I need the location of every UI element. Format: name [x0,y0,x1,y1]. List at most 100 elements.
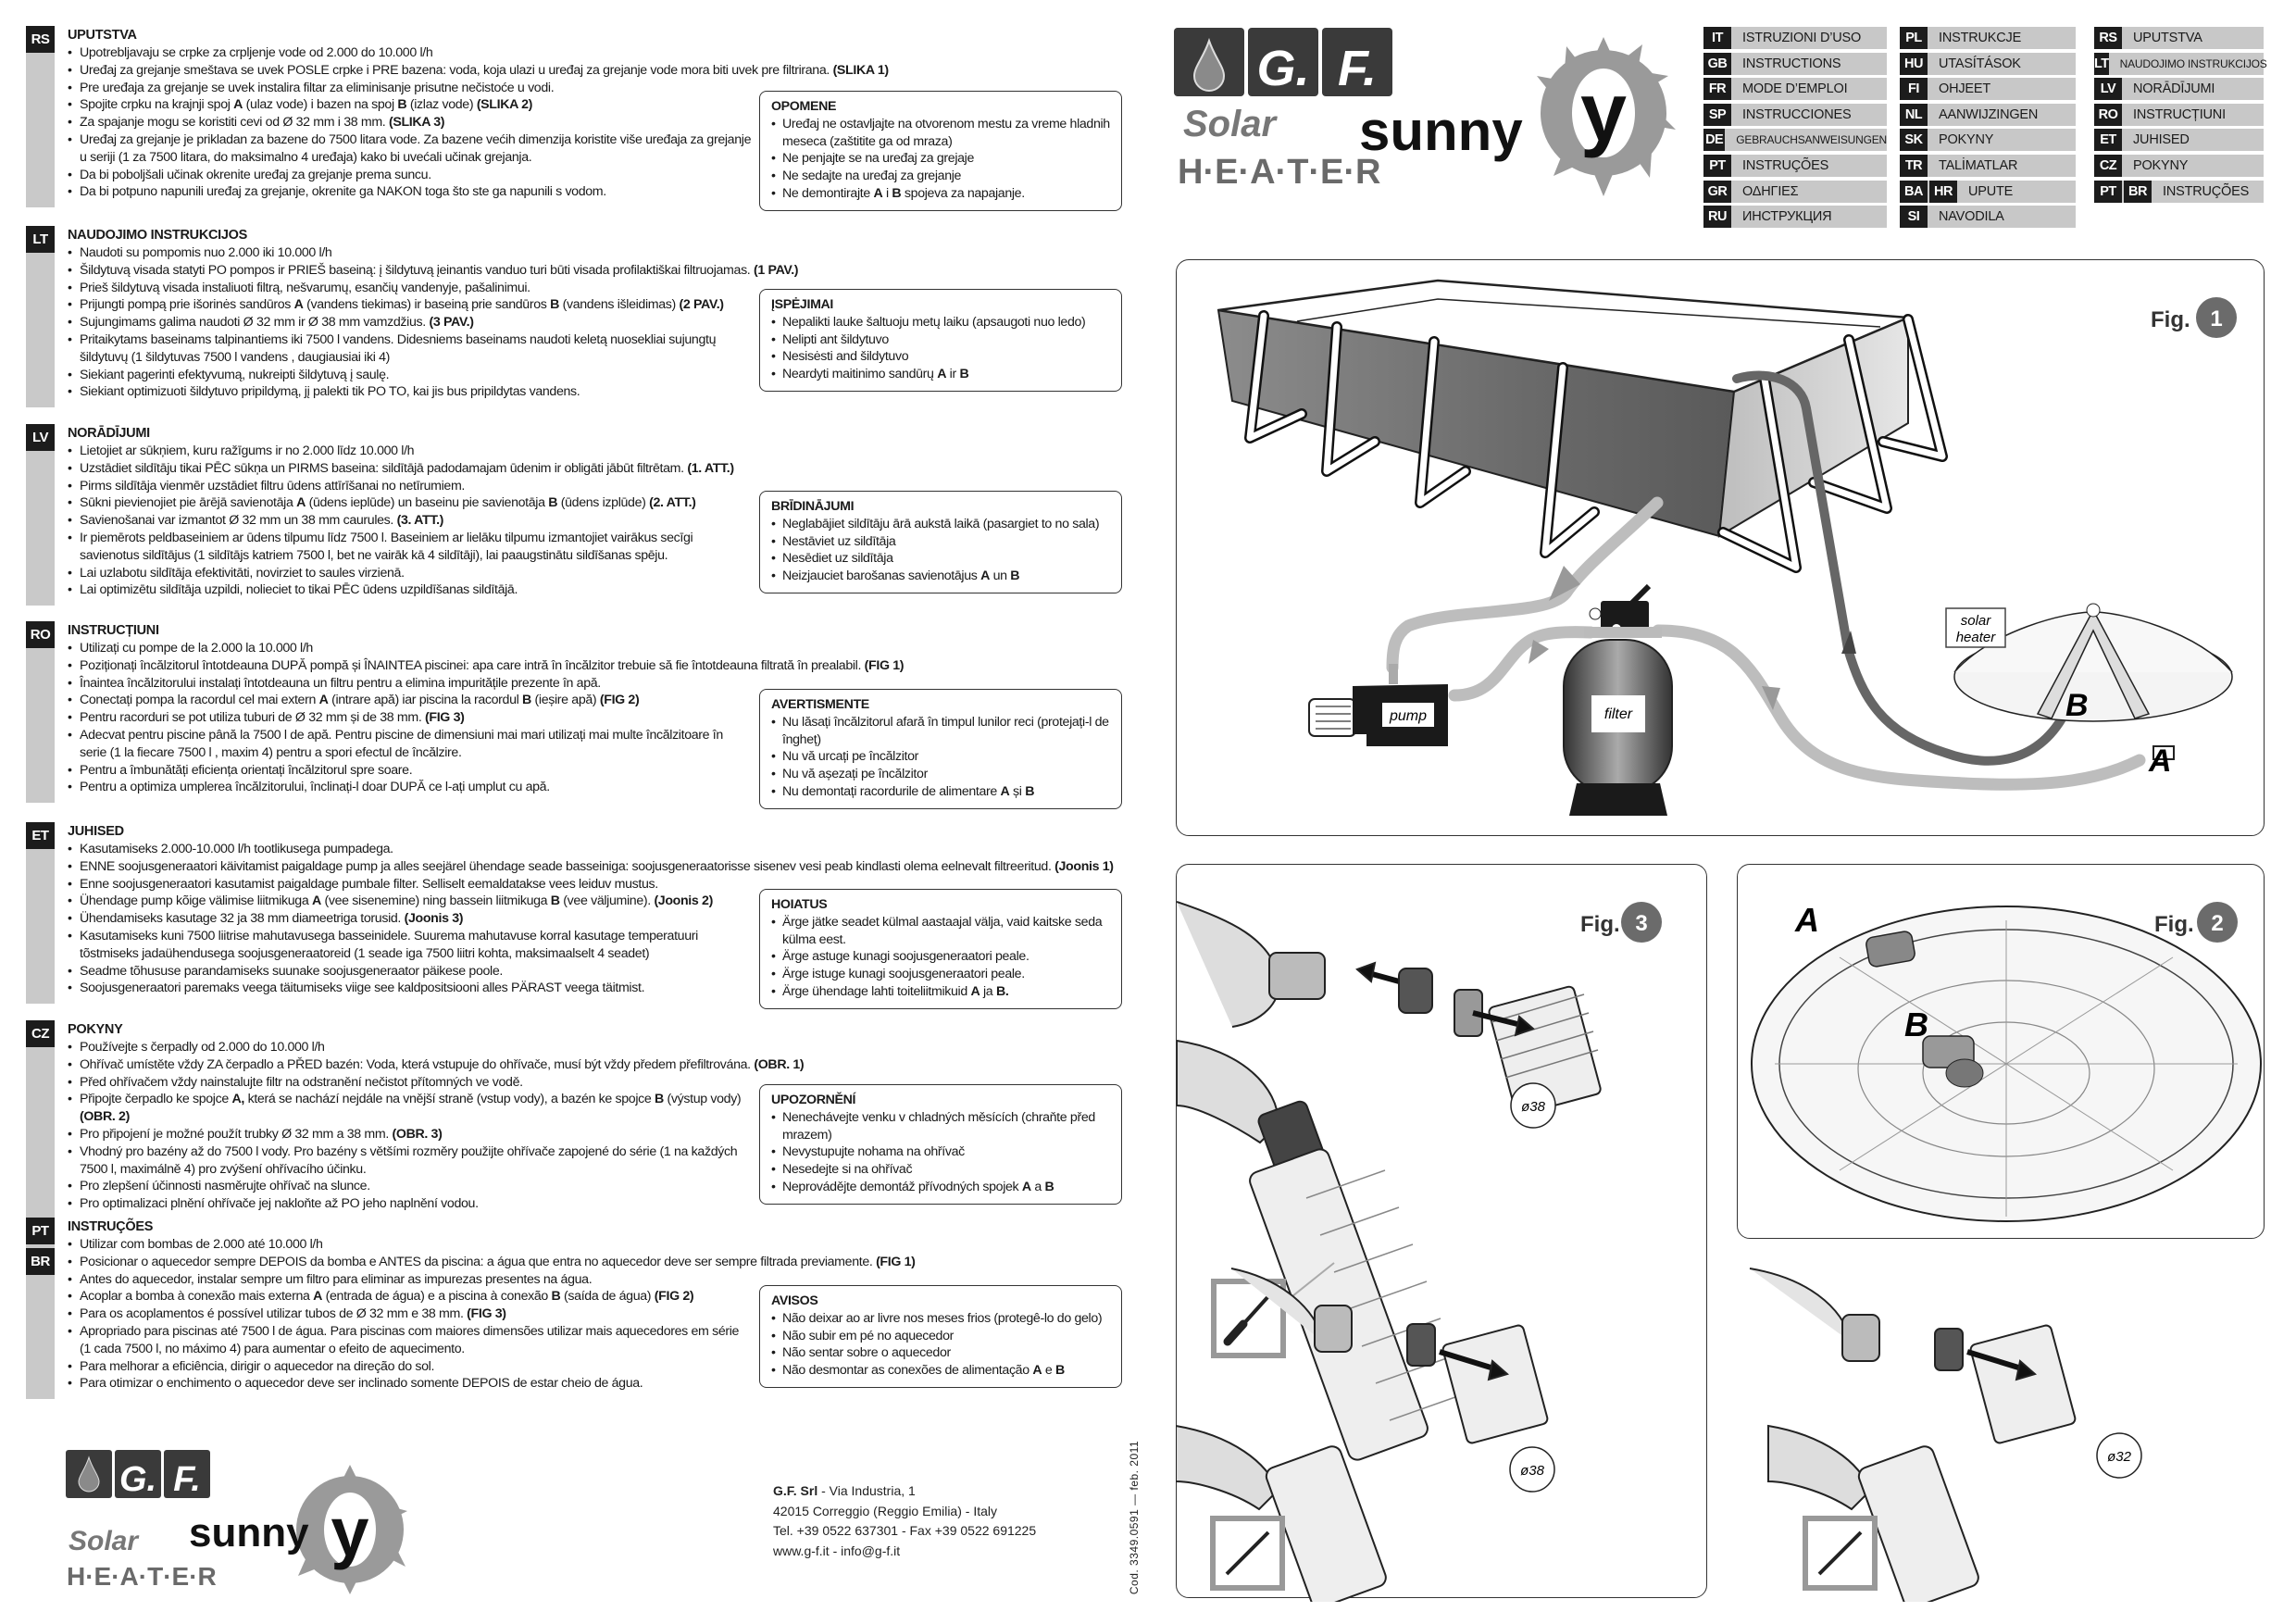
instruction-item: Înaintea încălzitorului instalați întotd… [68,675,904,693]
instruction-item: Lai optimizētu sildītāja uzpildi, noliec… [68,581,753,599]
text-segment: (izlaz vode) [406,97,477,113]
language-label: INSTRUCCIONES [1742,106,1852,122]
text-segment: Pirms sildītāja vienmēr uzstādiet filtru… [80,478,466,493]
connector-b-label: B [2065,688,2089,723]
website-email[interactable]: www.g-f.it - info@g-f.it [773,1543,901,1558]
bold-text: (SLIKA 3) [389,115,445,131]
text-segment: Pritaikytams baseinams talpinantiems iki… [80,331,717,365]
instruction-item: Para os acoplamentos é possível utilizar… [68,1305,916,1323]
language-code-badge: HR [1929,180,1957,203]
text-segment: Nestāviet uz sildītāja [782,533,896,549]
bold-text: A [873,185,883,201]
text-segment: Soojusgeneraatori paremaks veega täitumi… [80,981,645,996]
section-title: UPUTSTVA [68,28,137,43]
warning-box: ĮSPĖJIMAINepalikti lauke šaltuoju metų l… [759,289,1122,392]
svg-text:G.: G. [1256,41,1309,96]
text-segment: Upotrebljavaju se crpke za crpljenje vod… [80,45,433,60]
text-segment: ir [946,367,960,382]
text-segment: Lietojiet ar sūkņiem, kuru ražīgums ir n… [80,443,415,458]
section-title: INSTRUCȚIUNI [68,623,159,638]
bold-text: A [1032,1363,1042,1379]
heater-label: heater [1956,630,1997,645]
instruction-item: Uzstādiet sildītāju tikai PĒC sūkņa un P… [68,460,753,478]
language-tag-bar [26,822,55,1004]
text-segment: Před ohřívačem vždy nainstalujte filtr n… [80,1074,523,1090]
text-segment: Apropriado para piscinas até 7500 l de á… [80,1323,740,1356]
figure-number: 2 [2211,911,2223,936]
text-segment: Ir piemērots peldbaseiniem ar ūdens tilp… [80,530,693,563]
text-segment: (výstup vody) [663,1092,742,1107]
bold-text: (Joonis 3) [404,911,464,927]
filter-label: filter [1604,706,1633,722]
text-segment: Nu lăsați încălzitorul afară în timpul l… [782,714,1109,747]
bold-text: (FIG 1) [876,1254,916,1269]
text-segment: Conectați pompa la racordul cel mai exte… [80,693,319,708]
text-segment: Não deixar ao ar livre nos meses frios (… [782,1310,1103,1326]
warning-title: AVERTISMENTE [771,697,869,712]
instruction-item: Poziționați încălzitorul întotdeauna DUP… [68,657,905,675]
warning-item: Neizjauciet barošanas savienotājus A un … [771,568,1110,585]
bold-text: B [1044,1179,1054,1194]
language-code-badge: SI [1900,206,1928,229]
bold-text: (SLIKA 1) [832,62,890,78]
text-segment: (saída de água) [560,1289,655,1305]
bold-text: (FIG 2) [654,1289,694,1305]
warning-item: Ärge astuge kunagi soojusgeneraatori pea… [771,948,1110,966]
language-code-badge: CZ [26,1020,55,1047]
bold-text: A [318,693,329,708]
warning-title: AVISOS [771,1293,818,1308]
connector-a-label: A [2148,743,2172,779]
screwdriver-icon [1225,1530,1270,1576]
language-code-badge: NL [1900,103,1928,126]
text-segment: (ieșire apă) [530,693,600,708]
text-segment: Kasutamiseks 2.000-10.000 l/h tootlikuse… [80,842,393,856]
instruction-item: Para melhorar a eficiência, dirigir o aq… [68,1358,916,1376]
instruction-item: Ir piemērots peldbaseiniem ar ūdens tilp… [68,530,753,565]
warning-title: HOIATUS [771,897,828,912]
text-segment: Lai uzlabotu sildītāja efektivitāti, nov… [80,565,405,581]
text-segment: Nesisėsti and šildytuvo [782,349,909,365]
text-segment: Nu vă așezați pe încălzitor [782,767,928,782]
language-label: UPUTSTVA [2133,31,2202,45]
text-segment: Neglabājiet sildītāju ārā aukstā laikā (… [782,516,1100,531]
logo-heater: H·E·A·T·E·R [1178,153,1381,192]
screwdriver-icon [1817,1530,1863,1576]
text-segment: i [882,185,892,201]
text-segment: Sujungimams galima naudoti Ø 32 mm ir Ø … [80,315,430,331]
warning-item: Ärge ühendage lahti toiteliitmikuid A ja… [771,983,1110,1001]
warning-item: Ne sedajte na uređaj za grejanje [771,168,1110,185]
filter-drawing: filter [1563,583,1673,816]
text-segment: spojeva za napajanje. [901,185,1025,201]
bold-text: (OBR. 1) [754,1056,805,1072]
instruction-item: Prieš šildytuvą visada instaliuoti filtr… [68,280,798,297]
language-code-badge: GR [1703,180,1731,203]
language-label: JUHISED [2133,132,2190,148]
text-segment: Neprovádějte demontáž přívodných spojek [782,1179,1022,1194]
text-segment: Adecvat pentru piscine până la 7500 l de… [80,727,723,760]
instruction-item: Za spajanje mogu se koristiti cevi od Ø … [68,114,889,131]
flow-arrow-icon [1549,566,1580,601]
text-segment: Pro optimalizaci plnění ohřívače jej nak… [80,1196,479,1212]
logo-product-name: sunny [1359,100,1523,162]
warning-item: Não desmontar as conexões de alimentação… [771,1362,1110,1380]
text-segment: Utilizar com bombas de 2.000 até 10.000 … [80,1237,323,1252]
text-segment: Pro zlepšení účinnosti nasměrujte ohříva… [80,1179,370,1194]
text-segment: Poziționați încălzitorul întotdeauna DUP… [80,657,865,673]
bold-text: A [233,97,243,113]
instruction-item: Ühendage pump kõige välimise liitmikuga … [68,893,1114,910]
bold-text: B [551,1289,561,1305]
bold-text: (OBR. 3) [392,1126,443,1142]
text-segment: Uzstādiet sildītāju tikai PĒC sūkņa un P… [80,460,688,476]
bold-text: A, [231,1092,245,1107]
language-code-badge: DE [1703,129,1726,152]
section-title: POKYNY [68,1022,123,1037]
bold-text: A [937,367,947,382]
